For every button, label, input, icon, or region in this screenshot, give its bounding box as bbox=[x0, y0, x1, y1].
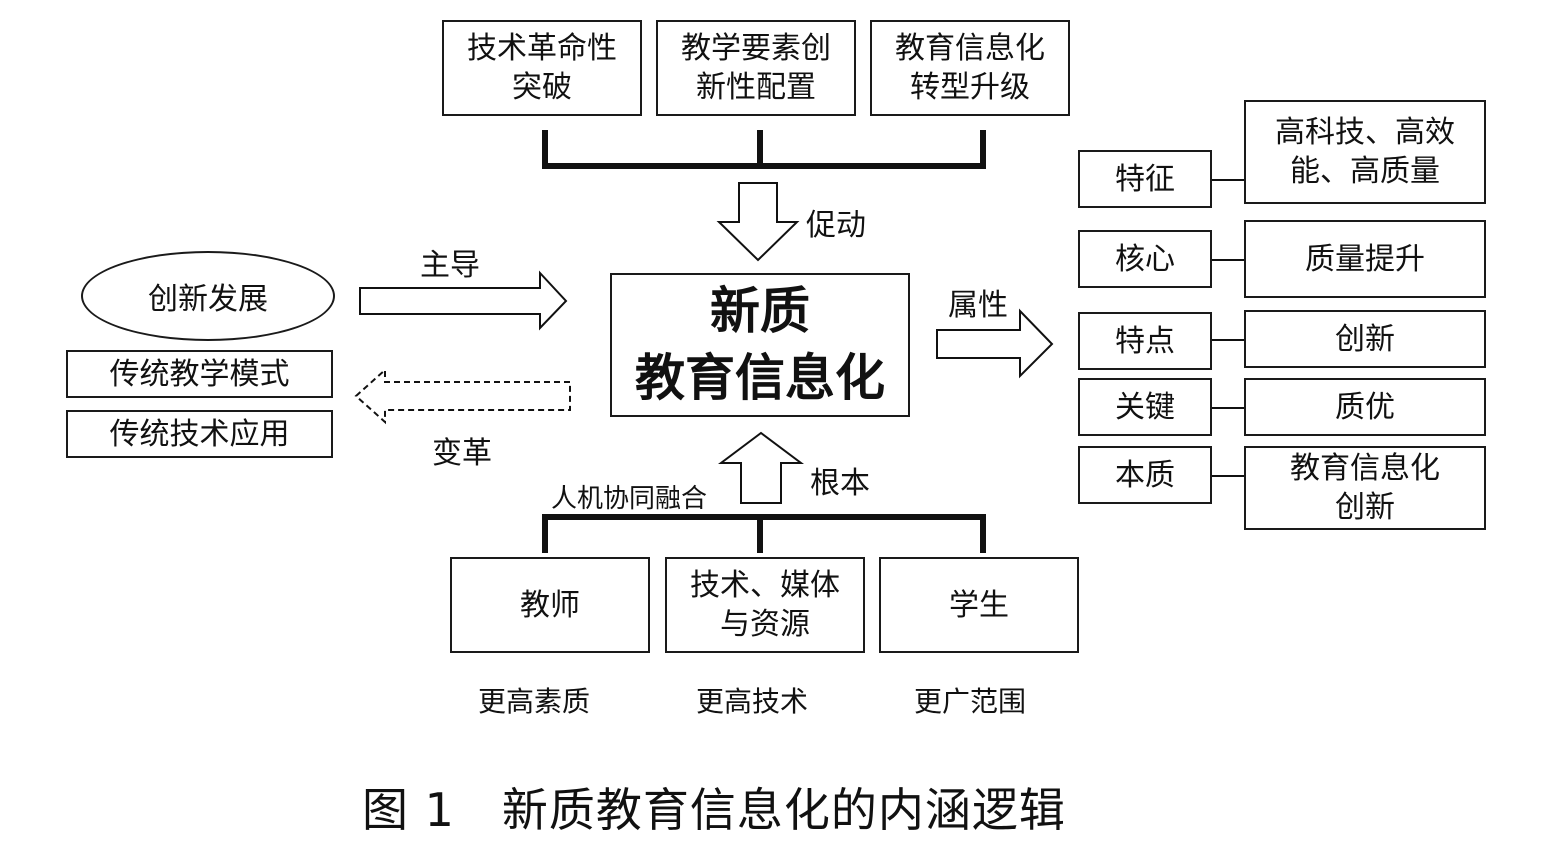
lead-arrow bbox=[359, 270, 568, 331]
foundation-label: 根本 bbox=[810, 466, 870, 501]
fusion-label: 人机协同融合 bbox=[551, 484, 708, 514]
attribute-label: 属性 bbox=[948, 288, 1008, 323]
traditional-tech-box: 传统技术应用 bbox=[66, 410, 333, 458]
top-bracket bbox=[542, 130, 986, 169]
actor-box-student: 学生 bbox=[879, 557, 1079, 653]
driver-box-transformation: 教育信息化转型升级 bbox=[870, 20, 1070, 116]
foundation-arrow bbox=[718, 431, 804, 504]
attr-key-core: 核心 bbox=[1078, 230, 1212, 288]
actor-caption-teacher: 更高素质 bbox=[478, 685, 591, 718]
actor-box-teacher: 教师 bbox=[450, 557, 650, 653]
attr-val-essence: 教育信息化创新 bbox=[1244, 446, 1486, 530]
innovation-oval: 创新发展 bbox=[81, 251, 335, 341]
actor-caption-student: 更广范围 bbox=[914, 685, 1027, 718]
attr-key-feature: 特征 bbox=[1078, 150, 1212, 208]
attr-val-feature: 高科技、高效能、高质量 bbox=[1244, 100, 1486, 204]
actor-caption-tech: 更高技术 bbox=[696, 685, 809, 718]
attr-val-trait: 创新 bbox=[1244, 310, 1486, 368]
attr-key-key: 关键 bbox=[1078, 378, 1212, 436]
attribute-arrow bbox=[936, 308, 1054, 379]
promote-label: 促动 bbox=[806, 208, 866, 243]
core-box: 新质教育信息化 bbox=[610, 273, 910, 417]
reform-arrow bbox=[354, 367, 571, 425]
traditional-teaching-box: 传统教学模式 bbox=[66, 350, 333, 398]
driver-box-tech-breakthrough: 技术革命性突破 bbox=[442, 20, 642, 116]
lead-label: 主导 bbox=[420, 248, 480, 283]
attr-val-core: 质量提升 bbox=[1244, 220, 1486, 298]
bottom-bracket bbox=[542, 514, 986, 553]
reform-label: 变革 bbox=[432, 436, 492, 471]
actor-box-tech-media: 技术、媒体与资源 bbox=[665, 557, 865, 653]
figure-caption: 图 1 新质教育信息化的内涵逻辑 bbox=[362, 783, 1066, 837]
driver-box-element-config: 教学要素创新性配置 bbox=[656, 20, 856, 116]
promote-arrow bbox=[716, 182, 800, 262]
attr-val-key: 质优 bbox=[1244, 378, 1486, 436]
attr-key-essence: 本质 bbox=[1078, 446, 1212, 504]
attr-key-trait: 特点 bbox=[1078, 312, 1212, 370]
